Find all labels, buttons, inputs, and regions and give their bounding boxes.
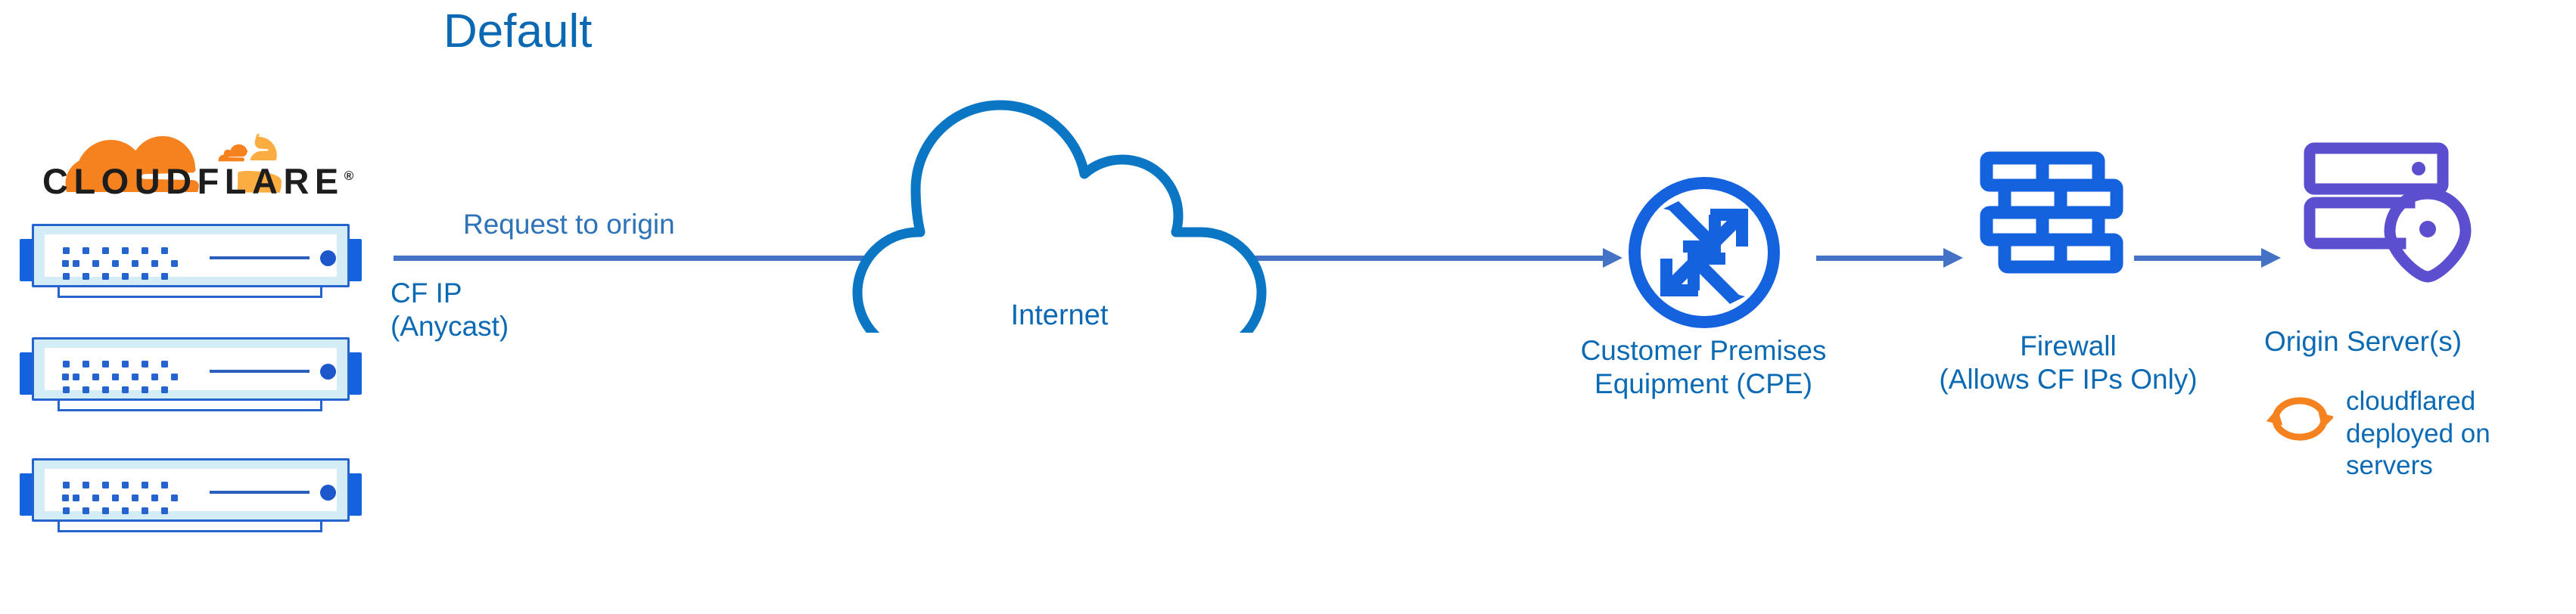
origin-server-label: Origin Server(s): [2264, 326, 2462, 357]
sync-arrows-icon: [2266, 392, 2335, 446]
brick-wall-icon: [1979, 151, 2124, 287]
wordmark-text: CLOUDFLARE: [42, 161, 344, 201]
firewall-label: Firewall (Allows CF IPs Only): [1939, 330, 2198, 395]
registered-mark: ®: [344, 169, 354, 183]
arrow-firewall-to-origin-head: [2261, 248, 2281, 268]
edge-server-rack: [20, 219, 362, 301]
internet-label: Internet: [1010, 299, 1109, 331]
rack-body: [32, 224, 350, 287]
edge-server-rack: [20, 333, 362, 414]
rack-power-led: [320, 364, 336, 380]
arrow-cpe-to-firewall-head: [1943, 248, 1963, 268]
rack-status-line: [210, 491, 310, 494]
rack-face: [45, 469, 337, 514]
cloudflare-cloud-logo: [20, 98, 338, 197]
arrow-cpe-to-firewall-line: [1816, 256, 1945, 261]
rack-port-dots: [62, 247, 178, 281]
cloudflare-wordmark: CLOUDFLARE®: [42, 163, 353, 199]
cloudflared-note: cloudflared deployed on servers: [2346, 386, 2490, 481]
rack-face: [45, 348, 337, 393]
cpe-label: Customer Premises Equipment (CPE): [1580, 335, 1827, 399]
rack-power-led: [320, 250, 336, 266]
rack-body: [32, 458, 350, 522]
cloud-icon: [825, 98, 1294, 358]
arrow-edge-to-cpe-head: [1603, 248, 1622, 268]
router-icon: [1624, 172, 1784, 333]
rack-power-led: [320, 485, 336, 501]
rack-status-line: [210, 370, 310, 373]
rack-face: [45, 234, 337, 280]
rack-port-dots: [62, 482, 178, 515]
cf-ip-anycast-label: CF IP (Anycast): [390, 278, 509, 343]
rack-status-line: [210, 256, 310, 259]
page-title: Default: [443, 5, 593, 57]
rack-body: [32, 337, 350, 401]
arrow-firewall-to-origin-line: [2134, 256, 2263, 261]
request-to-origin-label: Request to origin: [463, 209, 675, 240]
edge-server-rack: [20, 454, 362, 535]
rack-port-dots: [62, 361, 178, 394]
server-stack-pin-icon: [2302, 142, 2491, 286]
